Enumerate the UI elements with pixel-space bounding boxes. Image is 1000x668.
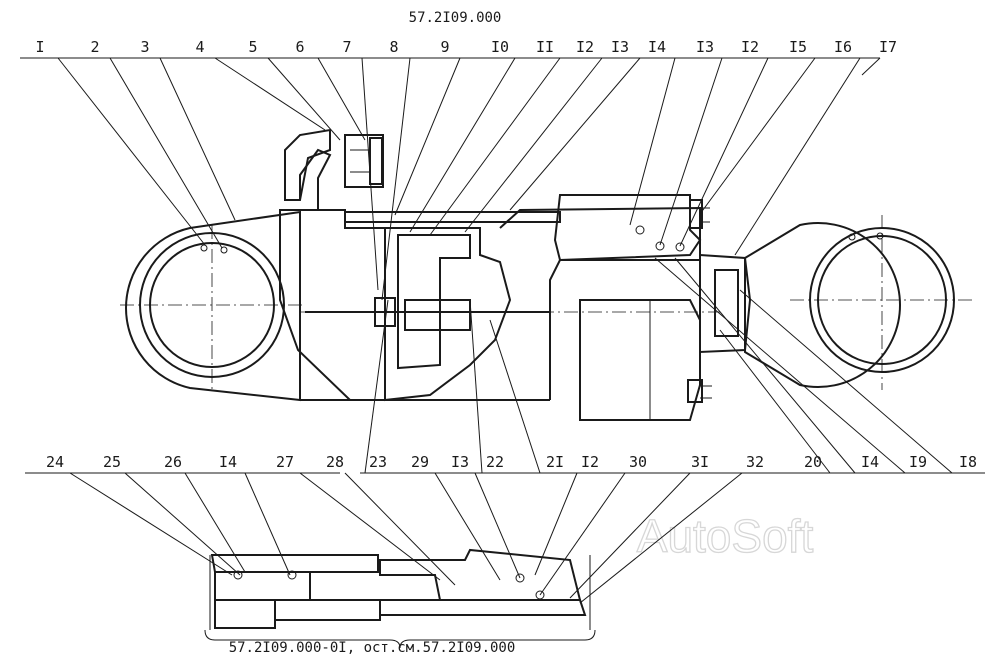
callout-14c: I4 [219,453,237,471]
callout-30: 30 [629,453,647,471]
callout-15: I5 [789,38,807,56]
callout-13c: I3 [451,453,469,471]
callout-22: 22 [486,453,504,471]
callout-18: I8 [959,453,977,471]
callout-13: I3 [611,38,629,56]
callout-19: I9 [909,453,927,471]
callout-20: 20 [804,453,822,471]
callout-12: I2 [576,38,594,56]
callout-31: 3I [691,453,709,471]
callout-21: 2I [546,453,564,471]
lower-callouts: 24 25 26 I4 27 28 29 I3 I2 30 3I 32 [25,453,775,604]
callout-24: 24 [46,453,64,471]
variant-caption: 57.2I09.000-0I, ост.см.57.2I09.000 [229,640,516,656]
main-cylinder-assembly [120,128,975,421]
callout-28: 28 [326,453,344,471]
callout-11: II [536,38,554,56]
callout-17: I7 [879,38,897,56]
variant-section-view [204,548,596,649]
callout-2: 2 [90,38,99,56]
callout-14: I4 [648,38,666,56]
callout-12c: I2 [581,453,599,471]
callout-13b: I3 [696,38,714,56]
callout-23: 23 [369,453,387,471]
callout-6: 6 [295,38,304,56]
callout-5: 5 [248,38,257,56]
top-callouts: I 2 3 4 5 6 7 8 9 I0 II I2 I3 I4 I3 I2 I… [20,38,897,301]
watermark: AutoSoft [637,510,814,562]
callout-7: 7 [342,38,351,56]
callout-27: 27 [276,453,294,471]
callout-10: I0 [491,38,509,56]
callout-16: I6 [834,38,852,56]
callout-9: 9 [440,38,449,56]
callout-25: 25 [103,453,121,471]
drawing-title: 57.2I09.000 [409,10,502,26]
bottom-callouts: 23 22 2I 20 I4 I9 I8 [360,257,985,474]
callout-26: 26 [164,453,182,471]
callout-32: 32 [746,453,764,471]
callout-14b: I4 [861,453,879,471]
callout-1: I [35,38,44,56]
callout-3: 3 [140,38,149,56]
callout-29: 29 [411,453,429,471]
callout-12b: I2 [741,38,759,56]
callout-4: 4 [195,38,204,56]
callout-8: 8 [389,38,398,56]
